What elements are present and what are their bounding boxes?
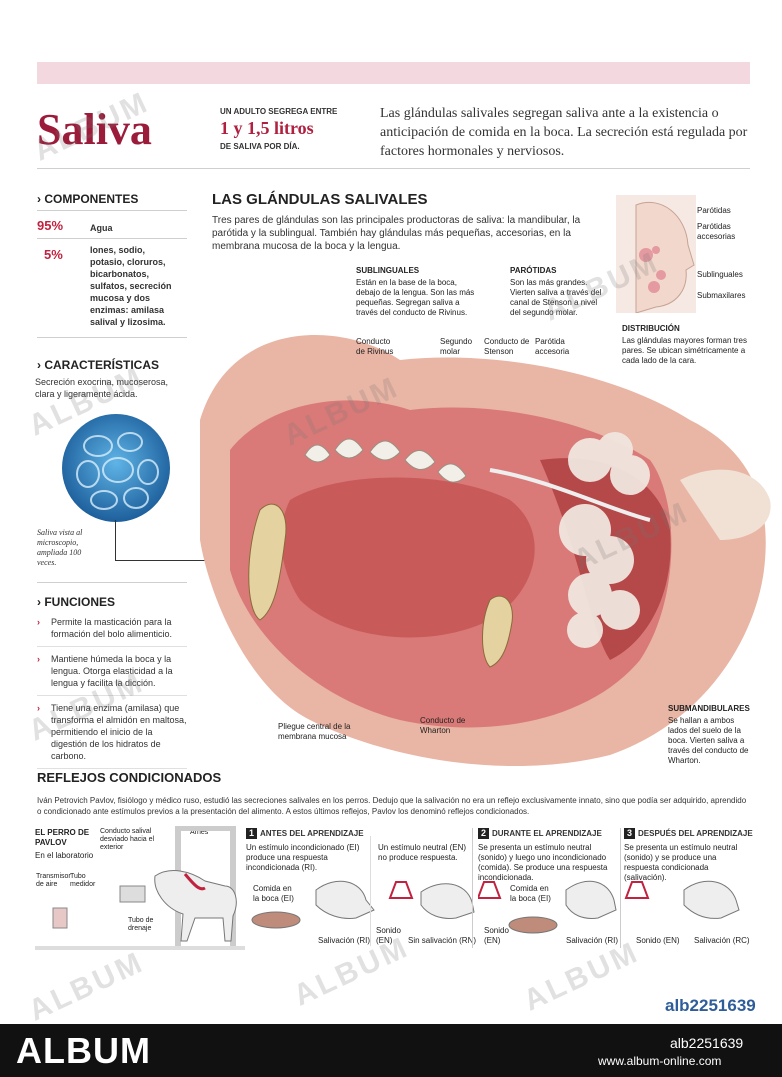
dist-label: Submaxilares [697,291,746,300]
label-molar: Segundo molar [440,337,473,356]
parotidas-title: PARÓTIDAS [510,266,557,275]
step-label: Salivación (RI) [566,936,619,945]
components-heading: › COMPONENTES [37,192,139,206]
divider [37,210,187,211]
component-text: Iones, sodio, potasio, cloruros, bicarbo… [90,245,172,327]
list-item: Tiene una enzima (amilasa) que transform… [37,702,187,769]
intro-text: Las glándulas salivales segregan saliva … [380,106,748,159]
footer-url-link[interactable]: www.album-online.com [598,1054,722,1068]
step-2-illustration [478,880,617,934]
functions-list: Permite la masticación para la formación… [37,616,187,775]
step-label: Comida en la boca (EI) [510,884,551,903]
step-label: Comida en la boca (EI) [253,884,294,903]
footer-bar [0,1024,782,1077]
submandibulares-text: Se hallan a ambos lados del suelo de la … [668,716,749,765]
page-title: Saliva [37,105,152,154]
functions-heading: › FUNCIONES [37,595,116,609]
step-label: Sonido (EN) [376,926,401,945]
leader-line [115,560,235,561]
lab-subtitle: En el laboratorio [35,851,94,860]
step-label: Salivación (RI) [318,936,371,945]
divider [472,828,473,948]
dist-label: Parótidas accesorias [697,222,736,241]
lab-label: Arnés [190,829,209,836]
stat-line-1: UN ADULTO SEGREGA ENTRE [220,107,338,116]
step-label: Sin salivación (RN) [408,936,477,945]
step-text: Un estímulo neutral (EN) no produce resp… [378,843,467,862]
list-item: Mantiene húmeda la boca y la lengua. Oto… [37,653,187,696]
lab-label: Tubo medidor [70,873,96,888]
component-text: Agua [90,223,113,233]
watermark: ALBUM [23,945,150,1028]
label-pliegue: Pliegue central de la membrana mucosa [278,722,351,741]
divider [37,582,187,583]
divider [370,836,371,946]
characteristics-text: Secreción exocrina, mucoserosa, clara y … [35,377,169,399]
label-wharton: Conducto de Wharton [420,716,466,735]
watermark: ALBUM [518,935,645,1018]
label-rivinus: Conducto de Rivinus [356,337,394,356]
stat-line-2: DE SALIVA POR DÍA. [220,142,300,151]
divider [620,828,621,948]
glands-text: Tres pares de glándulas son las principa… [212,215,581,252]
microscope-caption: Saliva vista al microscopio, ampliada 10… [37,528,83,567]
dist-label: Parótidas [697,206,731,215]
step-text: Un estímulo incondicionado (EI) produce … [246,843,360,872]
microscope-image [62,414,170,522]
step-label: Sonido (EN) [636,936,680,945]
step-text: Se presenta un estímulo neutral (sonido)… [624,843,738,882]
submandibulares-title: SUBMANDIBULARES [668,704,750,713]
list-item: Permite la masticación para la formación… [37,616,187,647]
lab-label: Tubo de drenaje [128,917,154,932]
sublinguales-text: Están en la base de la boca, debajo de l… [356,278,475,317]
component-pct: 5% [44,247,63,262]
distribution-title: DISTRIBUCIÓN [622,324,680,333]
footer-id: alb2251639 [670,1035,744,1051]
dist-label: Sublinguales [697,270,743,279]
stat-value: 1 y 1,5 litros [220,118,314,138]
step-3-illustration [624,880,740,919]
sublinguales-title: SUBLINGUALES [356,266,420,275]
divider [37,238,187,239]
label-parotida-accesoria: Parótida accesoria [535,337,570,356]
lab-title: EL PERRO DE PAVLOV [35,828,90,847]
glands-heading: LAS GLÁNDULAS SALIVALES [212,191,428,208]
leader-line [115,520,116,560]
lab-label: Transmisor de aire [36,873,71,888]
reflexes-text: Iván Petrovich Pavlov, fisiólogo y médic… [37,796,747,816]
pavlov-lab-illustration [35,826,245,950]
component-pct: 95% [37,218,64,233]
mouth-anatomy-illustration [200,335,771,767]
head-distribution-illustration [616,195,696,313]
parotidas-text: Son las más grandes. Vierten saliva a tr… [510,278,602,317]
distribution-text: Las glándulas mayores forman tres pares.… [622,336,747,365]
reflexes-heading: REFLEJOS CONDICIONADOS [37,770,222,785]
step-1-illustration [251,880,475,929]
step-label: Sonido (EN) [484,926,509,945]
divider [37,337,187,338]
divider [37,168,750,169]
image-reference-id: alb2251639 [665,996,756,1015]
characteristics-heading: › CARACTERÍSTICAS [37,358,160,372]
lab-label: Conducto salival desviado hacia el exter… [100,828,155,851]
label-stenson: Conducto de Stenson [484,337,530,356]
step-label: Salivación (RC) [694,936,750,945]
header-band [37,62,750,84]
step-text: Se presenta un estímulo neutral (sonido)… [478,843,608,882]
footer-logo: ALBUM [16,1030,151,1071]
